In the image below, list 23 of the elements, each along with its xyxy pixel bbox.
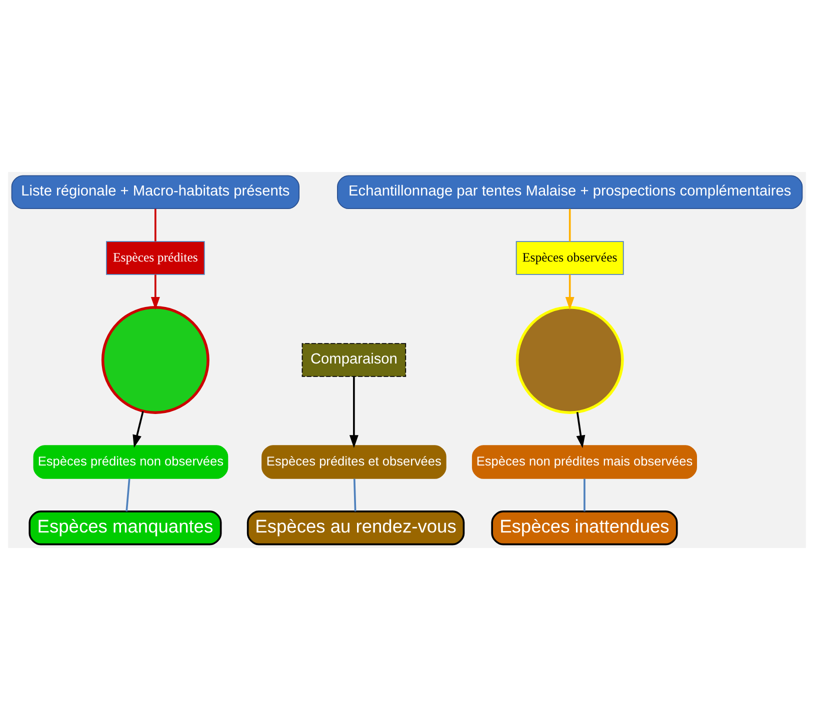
connector bbox=[126, 478, 130, 512]
arrow bbox=[349, 376, 358, 448]
node-box: Espèces prédites bbox=[106, 241, 205, 275]
arrow bbox=[150, 274, 160, 310]
connector bbox=[568, 208, 571, 242]
node-box: Espèces inattendues bbox=[491, 510, 678, 546]
node-box: Comparaison bbox=[302, 343, 406, 377]
connector bbox=[584, 478, 586, 512]
node-box: Espèces prédites et observées bbox=[262, 445, 446, 479]
node-box: Espèces observées bbox=[516, 241, 624, 275]
node-box: Espèces non prédites mais observées bbox=[472, 445, 697, 479]
node-box: Espèces au rendez-vous bbox=[246, 510, 465, 546]
arrow bbox=[576, 412, 586, 448]
connector bbox=[154, 208, 156, 242]
node-circle bbox=[101, 306, 210, 414]
arrow bbox=[132, 411, 144, 448]
node-box: Liste régionale + Macro-habitats présents bbox=[11, 175, 300, 210]
node-box: Espèces prédites non observées bbox=[33, 445, 228, 479]
connector bbox=[353, 478, 356, 512]
arrow bbox=[565, 274, 574, 310]
node-circle bbox=[516, 306, 624, 414]
node-box: Echantillonnage par tentes Malaise + prospections complémentaires bbox=[337, 175, 803, 210]
node-box: Espèces manquantes bbox=[28, 510, 222, 546]
